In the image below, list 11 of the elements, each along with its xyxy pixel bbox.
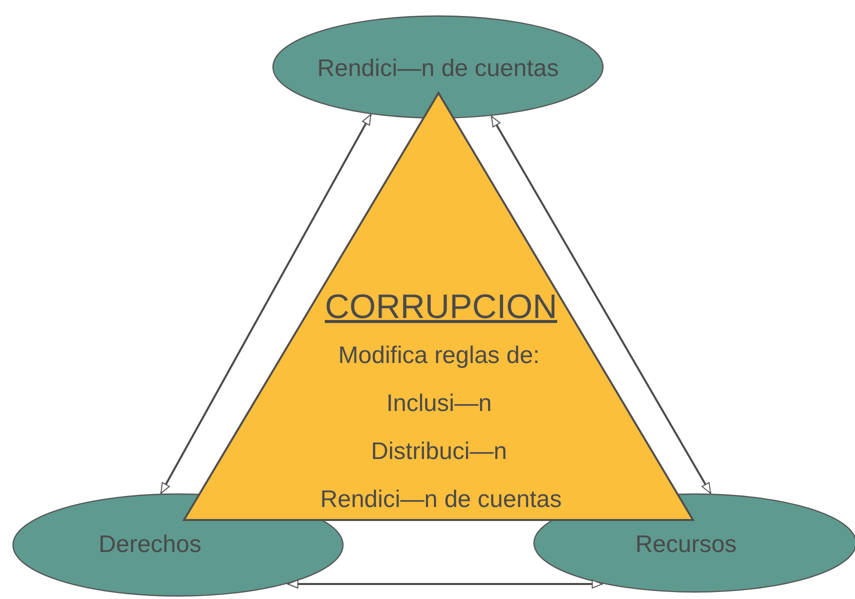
heading: CORRUPCION	[324, 290, 558, 324]
double-arrow	[160, 114, 372, 494]
double-arrow	[490, 116, 712, 494]
text-line: Inclusi—n	[386, 392, 492, 416]
node-label: Derechos	[98, 533, 202, 557]
text-line: Rendici—n de cuentas	[320, 488, 562, 512]
text-line: Distribuci—n	[370, 440, 508, 464]
node-label: Recursos	[635, 533, 737, 557]
node-label: Rendici—n de cuentas	[317, 57, 559, 81]
text-line: Modifica reglas de:	[338, 344, 540, 368]
double-arrow	[287, 580, 603, 588]
